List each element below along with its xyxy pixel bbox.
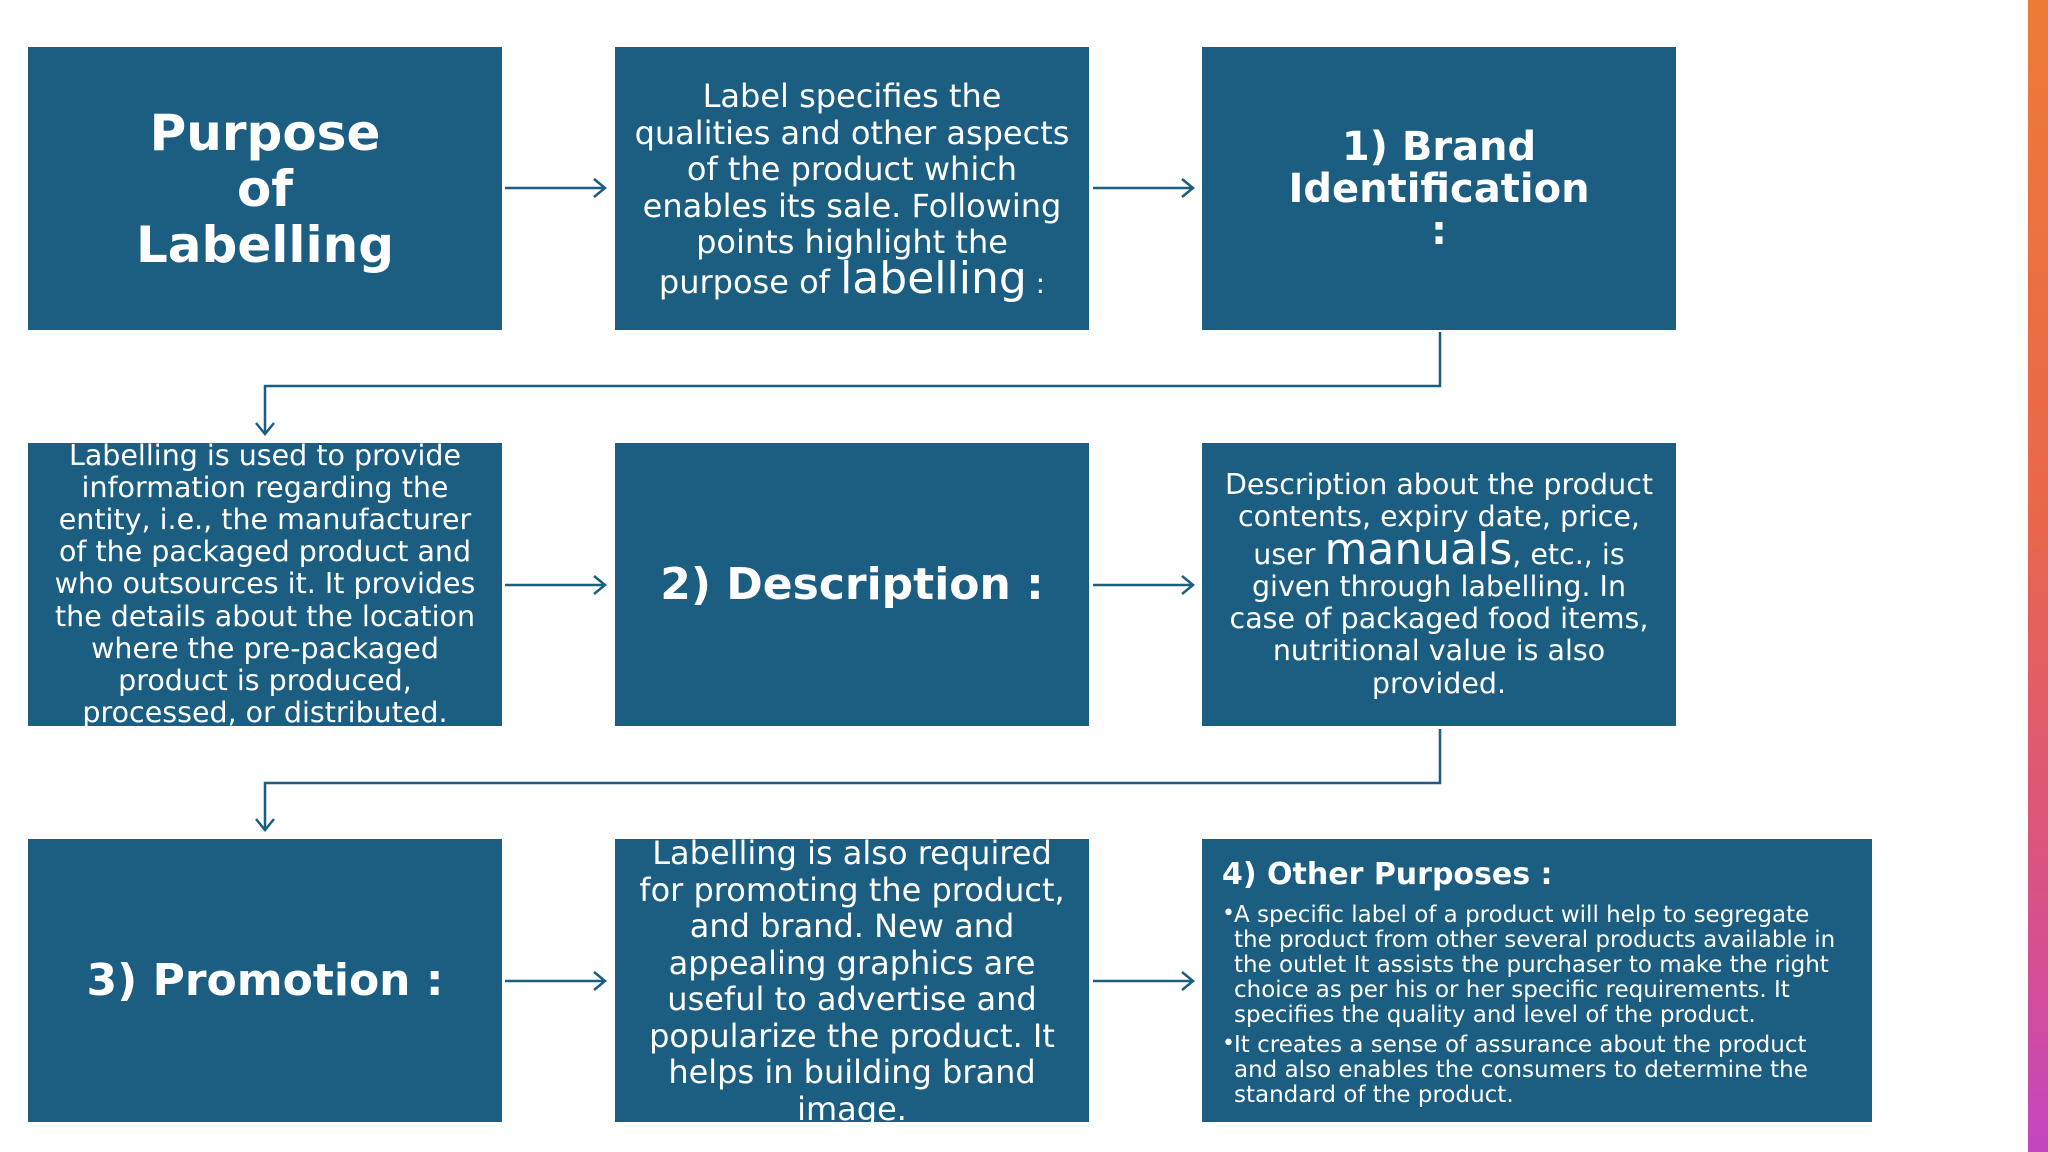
intro-text-colon: : (1026, 266, 1046, 300)
arrowhead-description-to-text (1181, 575, 1195, 595)
arrowhead-elbow-row3 (255, 818, 275, 832)
description-text-emphasis: manuals (1324, 523, 1513, 575)
arrowhead-intro-to-brand (1181, 178, 1195, 198)
box-description-text: Description about the product contents, … (1202, 443, 1676, 726)
promotion-text: Labelling is also required for promoting… (639, 839, 1065, 1122)
arrowhead-purpose-to-intro (593, 178, 607, 198)
other-purpose-text-2: It creates a sense of assurance about th… (1234, 1032, 1808, 1108)
elbow-description-to-promotion (263, 729, 1442, 830)
brand-heading: 1) Brand Identification : (1288, 123, 1590, 254)
other-purpose-text-1: A specific label of a product will help … (1234, 902, 1836, 1028)
decorative-edge-bar (2028, 0, 2048, 1152)
other-purposes-title: 4) Other Purposes : (1222, 857, 1553, 892)
intro-text-emphasis: labelling (840, 252, 1027, 304)
description-heading: 2) Description : (660, 558, 1044, 610)
elbow-brand-to-brand-text (263, 332, 1442, 434)
arrowhead-elbow-row2 (255, 422, 275, 436)
arrowhead-brand-text-to-description (593, 575, 607, 595)
promotion-heading: 3) Promotion : (86, 954, 444, 1006)
description-text: Description about the product contents, … (1205, 469, 1674, 699)
box-brand-text: Labelling is used to provide information… (28, 443, 502, 726)
box-other-purposes: 4) Other Purposes : •A specific label of… (1202, 839, 1872, 1122)
arrowhead-promotion-text-to-other (1181, 971, 1195, 991)
arrowhead-promotion-to-text (593, 971, 607, 991)
box-intro: Label specifies the qualities and other … (615, 47, 1089, 330)
purpose-title: Purpose of Labelling (135, 103, 395, 274)
intro-text-main: Label specifies the qualities and other … (634, 77, 1070, 301)
box-description-heading: 2) Description : (615, 443, 1089, 726)
brand-text: Labelling is used to provide information… (54, 443, 476, 726)
bullet-marker: • (1222, 901, 1235, 926)
box-brand-heading: 1) Brand Identification : (1202, 47, 1676, 330)
description-text-rest: , etc., is given through labelling. In c… (1229, 537, 1649, 700)
bullet-marker: • (1222, 1031, 1235, 1056)
box-purpose-title: Purpose of Labelling (28, 47, 502, 330)
description-text-main: Description about the product contents, … (1224, 468, 1654, 571)
box-promotion-heading: 3) Promotion : (28, 839, 502, 1122)
other-purpose-bullet-2: •It creates a sense of assurance about t… (1222, 1031, 1852, 1108)
other-purpose-bullet-1: •A specific label of a product will help… (1222, 901, 1852, 1028)
box-promotion-text: Labelling is also required for promoting… (615, 839, 1089, 1122)
intro-text: Label specifies the qualities and other … (622, 78, 1082, 302)
